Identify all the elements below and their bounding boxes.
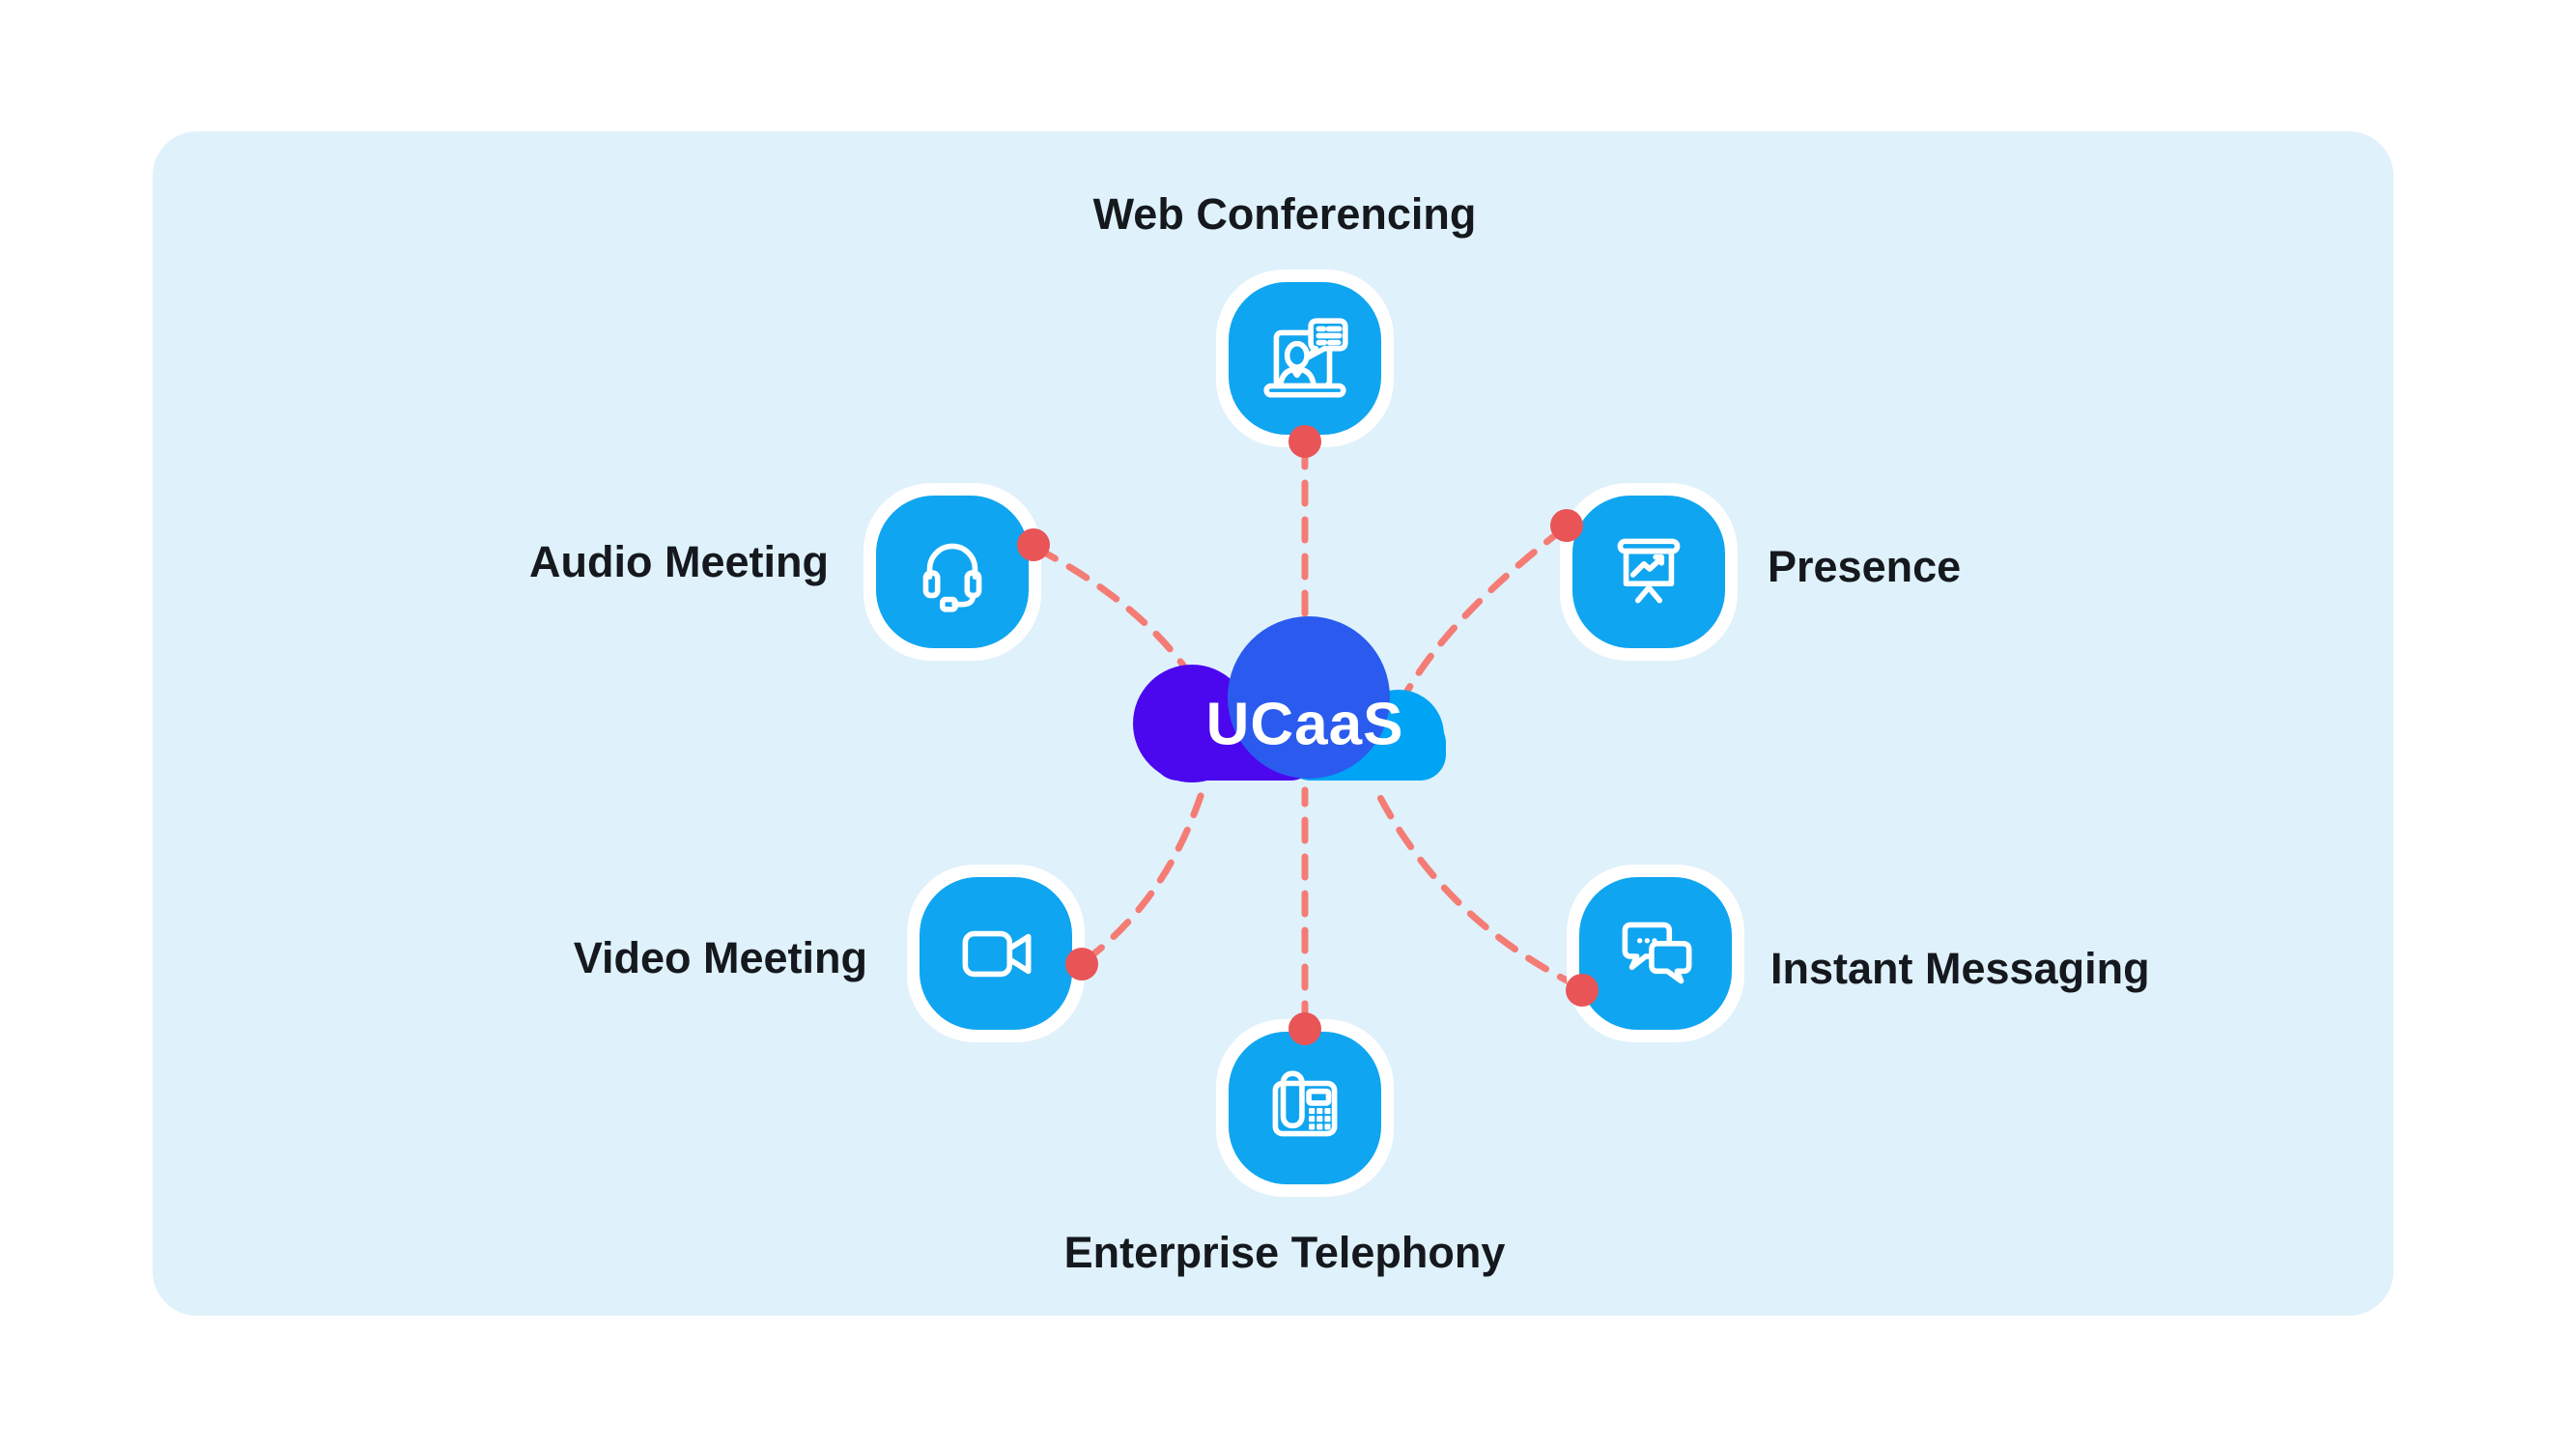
instant-messaging-tile bbox=[1579, 877, 1732, 1030]
laptop-presenter-icon bbox=[1263, 318, 1348, 398]
cloud-lobe-purple bbox=[1133, 665, 1251, 782]
chat-bubbles-icon bbox=[1622, 922, 1692, 984]
node-web-conferencing bbox=[1216, 270, 1394, 447]
connector-dot-presence bbox=[1550, 509, 1583, 542]
connector-dot-enterprise-telephony bbox=[1288, 1012, 1321, 1045]
node-presence bbox=[1560, 483, 1738, 661]
presentation-chart-icon bbox=[1617, 538, 1681, 604]
node-video-meeting bbox=[907, 865, 1085, 1042]
presence-tile bbox=[1572, 496, 1725, 648]
audio-meeting-tile bbox=[876, 496, 1029, 648]
node-enterprise-telephony bbox=[1216, 1019, 1394, 1197]
enterprise-telephony-label: Enterprise Telephony bbox=[1063, 1228, 1506, 1277]
connector-dot-video-meeting bbox=[1065, 948, 1098, 980]
node-audio-meeting bbox=[863, 483, 1041, 661]
video-meeting-label: Video Meeting bbox=[573, 933, 867, 982]
ucaas-cloud bbox=[1133, 616, 1446, 782]
connector-instant-messaging bbox=[1370, 781, 1582, 990]
cloud-lobe-blue bbox=[1228, 616, 1390, 779]
video-meeting-tile bbox=[920, 877, 1072, 1030]
desk-phone-icon bbox=[1272, 1070, 1338, 1137]
connector-dot-audio-meeting bbox=[1017, 528, 1050, 561]
enterprise-telephony-tile bbox=[1229, 1032, 1381, 1184]
connector-audio-meeting bbox=[1033, 545, 1211, 707]
instant-messaging-label: Instant Messaging bbox=[1770, 944, 2150, 993]
connector-dot-instant-messaging bbox=[1566, 974, 1599, 1007]
connector-presence bbox=[1399, 526, 1567, 703]
presence-label: Presence bbox=[1768, 542, 1962, 591]
web-conferencing-tile bbox=[1229, 282, 1381, 435]
connector-dot-web-conferencing bbox=[1288, 425, 1321, 458]
video-camera-icon bbox=[962, 930, 1032, 978]
node-instant-messaging bbox=[1567, 865, 1744, 1042]
ucaas-cloud-label: UCaaS bbox=[1205, 691, 1404, 758]
web-conferencing-label: Web Conferencing bbox=[1092, 189, 1477, 239]
connector-video-meeting bbox=[1082, 781, 1208, 964]
headset-icon bbox=[922, 543, 982, 612]
audio-meeting-label: Audio Meeting bbox=[529, 537, 829, 586]
